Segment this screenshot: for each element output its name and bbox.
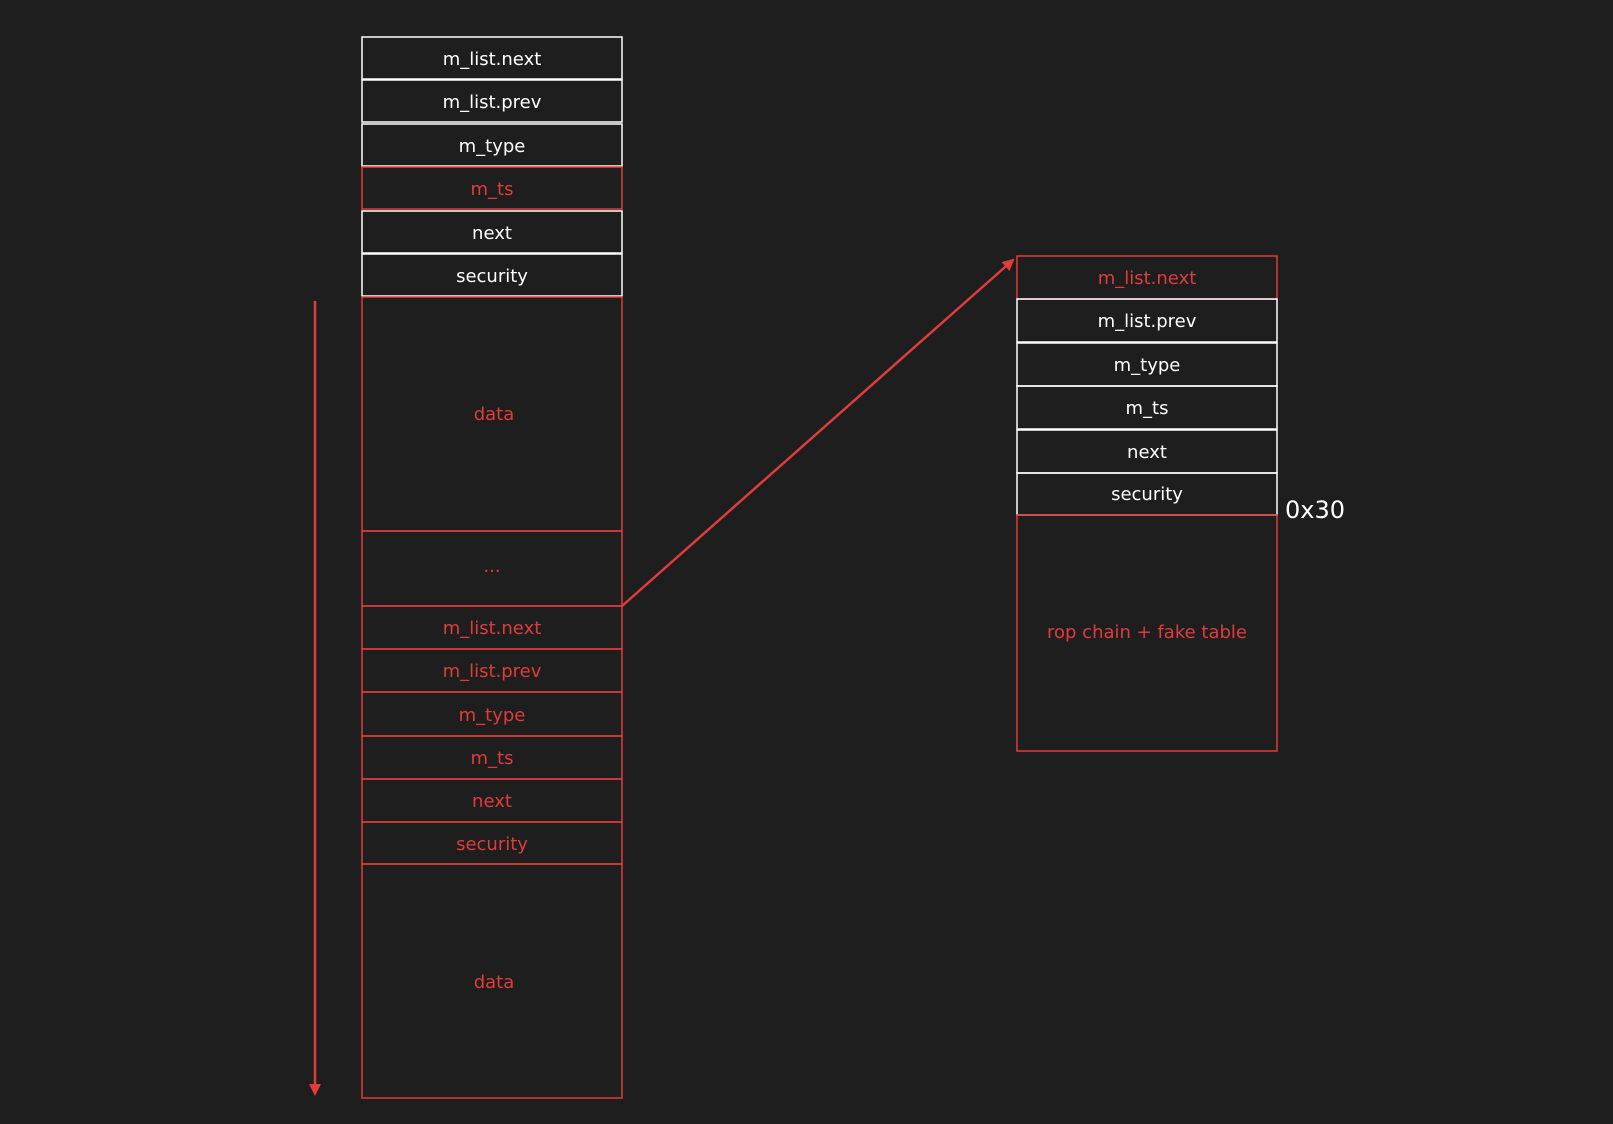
right-cell-label: rop chain + fake table [1047,622,1247,643]
left-cell-label: data [474,404,515,425]
right-cell-label: m_list.prev [1098,311,1197,332]
right-cell-m-list-prev: m_list.prev [1016,298,1278,343]
left-cell-label: m_ts [471,179,514,200]
left-cell-data: data [361,296,623,532]
right-cell-label: security [1111,484,1183,505]
left-cell-label: data [474,972,515,993]
left-cell-label: m_ts [471,748,514,769]
left-cell-m-type-2: m_type [361,691,623,737]
left-cell-m-list-next: m_list.next [361,36,623,80]
left-cell-label: m_list.prev [443,661,542,682]
right-cell-label: m_list.next [1098,268,1197,289]
left-cell-security: security [361,253,623,297]
left-cell-m-list-prev: m_list.prev [361,79,623,123]
left-cell-label: ... [483,556,500,577]
left-cell-m-ts-2: m_ts [361,735,623,780]
right-cell-label: next [1127,442,1167,463]
pointer-arrow [621,258,1015,607]
size-label: 0x30 [1285,496,1345,524]
left-cell-next-2: next [361,778,623,823]
left-cell-label: m_list.prev [443,92,542,113]
left-cell-label: security [456,266,528,287]
right-cell-label: m_ts [1126,398,1169,419]
left-cell-label: next [472,223,512,244]
left-cell-m-ts: m_ts [361,166,623,210]
left-cell-label: m_list.next [443,49,542,70]
right-cell-m-type: m_type [1016,342,1278,387]
right-cell-label: m_type [1114,355,1181,376]
right-cell-rop-chain: rop chain + fake table [1016,514,1278,752]
left-cell-label: m_type [459,136,526,157]
left-cell-label: m_type [459,705,526,726]
left-cell-m-list-next-2: m_list.next [361,605,623,650]
left-stack: m_list.next m_list.prev m_type m_ts next [361,36,623,1099]
left-cell-label: m_list.next [443,618,542,639]
left-cell-m-list-prev-2: m_list.prev [361,648,623,693]
right-cell-next: next [1016,429,1278,474]
right-cell-m-list-next: m_list.next [1016,255,1278,300]
left-cell-data-2: data [361,863,623,1099]
left-cell-m-type: m_type [361,123,623,167]
right-cell-m-ts: m_ts [1016,385,1278,430]
left-cell-ellipsis: ... [361,530,623,607]
left-cell-label: next [472,791,512,812]
right-cell-security: security [1016,472,1278,516]
left-cell-label: security [456,834,528,855]
left-cell-security-2: security [361,821,623,865]
right-stack: m_list.next m_list.prev m_type m_ts next… [1016,255,1278,752]
left-cell-next: next [361,210,623,254]
